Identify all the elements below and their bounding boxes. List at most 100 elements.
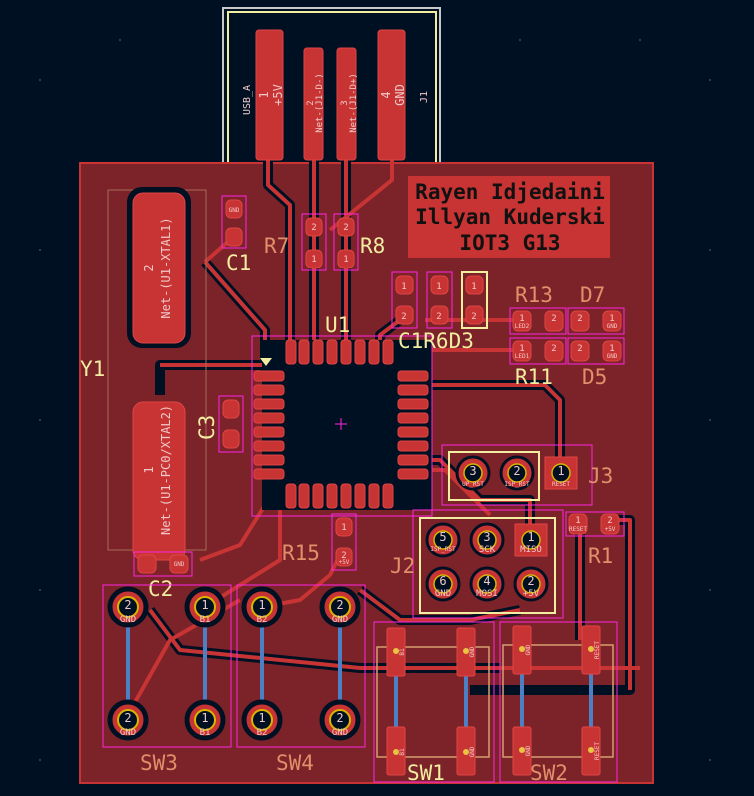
switch-sw1[interactable]: B1 GND B1 GND SW1 [373, 621, 495, 785]
j2-pad-6-net: GND [435, 589, 451, 599]
c3-pad-1[interactable] [222, 429, 240, 449]
tht-pad[interactable] [107, 586, 149, 628]
resistor-r1[interactable]: 1 RESET 2 +5V R1 [565, 511, 625, 568]
j2-pad-2-num: 2 [527, 574, 534, 588]
j1-value-label: USB_A [242, 85, 253, 115]
r7-pad-2[interactable] [305, 217, 323, 237]
resistor-r8[interactable]: 2 1 R8 [333, 213, 385, 271]
u1-pads-left[interactable] [253, 370, 285, 480]
j1-pad-2[interactable] [303, 47, 324, 161]
j1-pad-3[interactable] [336, 47, 357, 161]
tht-pad[interactable] [241, 699, 283, 741]
c2-pad-2[interactable] [169, 554, 189, 574]
r7-courtyard [301, 213, 327, 271]
d5-pad-1-net: GND [607, 353, 618, 360]
d7-courtyard [567, 307, 625, 335]
r15-pad-2[interactable] [335, 547, 353, 567]
capacitor-c3[interactable]: C3 [195, 395, 244, 453]
r1-pad-1-net: RESET [569, 526, 587, 533]
d7-pad-1[interactable] [602, 310, 622, 332]
r8-pad-2[interactable] [337, 217, 355, 237]
r8-ref: R8 [360, 234, 385, 258]
sw1-courtyard [373, 621, 495, 783]
d5-pad-2[interactable] [570, 340, 590, 362]
sw4-pad-num: 2 [336, 598, 343, 612]
capacitor-c1[interactable]: GND C1 [221, 195, 251, 275]
r1-pad-1[interactable] [568, 513, 588, 535]
c2-pad-1[interactable] [137, 554, 157, 574]
c-pad-1: 1 [401, 282, 406, 292]
d5-pad-1[interactable] [602, 340, 622, 362]
tht-pad[interactable] [319, 586, 361, 628]
r1-pad-1-num: 1 [575, 516, 580, 526]
j3-courtyard [441, 444, 593, 506]
j1-pad-1[interactable] [255, 29, 284, 161]
sw3-pad-num: 1 [201, 711, 208, 725]
microcontroller-u1[interactable]: U1 [251, 313, 433, 517]
j2-pad-1-num: 1 [527, 530, 534, 544]
tht-pad[interactable] [184, 699, 226, 741]
j2-pad-3-net: SCK [479, 545, 496, 555]
d7-pad-2[interactable] [570, 310, 590, 332]
j2-courtyard [412, 509, 564, 619]
d3-silk [461, 271, 488, 329]
u1-pin1-marker [260, 358, 272, 366]
j2-pad-6-num: 6 [439, 574, 446, 588]
d5-courtyard [567, 337, 625, 365]
resistor-r15[interactable]: 1 2 +5V R15 [282, 513, 357, 571]
r11-pad-2[interactable] [544, 340, 564, 362]
j1-pads[interactable]: 1 +5V 2 Net-(J1-D-) 3 Net-(J1-D+) 4 GND … [242, 29, 430, 161]
sw1-pad-net: B1 [399, 648, 406, 656]
sw2-courtyard [499, 621, 618, 783]
cluster-courtyard-2 [426, 271, 453, 329]
j2-ref: J2 [390, 554, 415, 578]
r13-pad-1[interactable] [512, 310, 532, 332]
c2-courtyard [133, 551, 193, 577]
sw2-ref: SW2 [530, 761, 568, 785]
sw3-ref: SW3 [140, 751, 178, 775]
sw1-fab [376, 646, 490, 758]
r11-pad-1[interactable] [512, 340, 532, 362]
c3-courtyard [218, 395, 244, 453]
u1-pads-right[interactable] [397, 370, 429, 480]
j1-ref-label: J1 [419, 91, 430, 103]
r15-pad-1[interactable] [335, 517, 353, 537]
resistor-r7[interactable]: 2 1 R7 [264, 213, 327, 271]
sw3-pad-net: GND [120, 615, 136, 625]
d7-ref: D7 [580, 283, 605, 307]
sw-tht-pads[interactable]: 2 GND 1 B1 1 B2 2 GND 2 GND 1 B1 1 B2 2 … [107, 586, 361, 741]
header-j3[interactable]: 3 UP_RST 2 ISP_RST 1 RESET J3 [441, 444, 613, 506]
component-cluster-c1-r6-d3[interactable]: 1 2 1 2 1 2 C1R6D3 [391, 271, 488, 353]
title-line-2: Illyan Kuderski [415, 205, 605, 229]
r1-pad-2-num: 2 [607, 516, 612, 526]
r11-ref: R11 [515, 365, 553, 389]
y1-pad-2[interactable] [132, 192, 186, 344]
tht-pad[interactable] [319, 699, 361, 741]
r13-pad-2[interactable] [544, 310, 564, 332]
y1-pad-1[interactable] [132, 401, 186, 561]
j3-silk [448, 451, 540, 501]
tht-pad[interactable] [107, 699, 149, 741]
c3-pad-2[interactable] [222, 399, 240, 419]
r7-pad-1[interactable] [305, 249, 323, 269]
sw4-pad-num: 1 [258, 598, 265, 612]
r15-courtyard [331, 513, 357, 571]
capacitor-c2[interactable]: GND C2 [133, 551, 193, 601]
j1-pad-4[interactable] [377, 29, 406, 161]
r15-pad-2-num: 2 [341, 551, 346, 561]
u1-pads-bottom[interactable] [285, 483, 394, 509]
tht-pad[interactable] [241, 586, 283, 628]
tht-pad[interactable] [184, 586, 226, 628]
isp-header-j2[interactable]: 5 ISP_RST 3 SCK 1 MISO 6 GND 4 MOSI 2 +5… [390, 509, 564, 619]
crystal-y1[interactable]: 2 Net-(U1-XTAL1) 1 Net-(U1-PC0/XTAL2) Y1 [80, 187, 207, 561]
r8-pad-1[interactable] [337, 249, 355, 269]
j1-pad-2-net: Net-(J1-D-) [315, 73, 325, 133]
led-resistors[interactable]: 1 LED2 2 R13 2 1 GND D7 1 LED1 2 R11 2 1… [509, 283, 625, 389]
d7-pad-1-num: 1 [609, 314, 614, 324]
c1-pad-2[interactable] [225, 227, 243, 247]
c1-pad-1[interactable] [225, 199, 243, 219]
switch-sw2[interactable]: GND RESET GND RESET SW2 [499, 621, 618, 785]
r1-pad-2[interactable] [600, 513, 620, 535]
u1-pads-top[interactable] [285, 339, 394, 365]
